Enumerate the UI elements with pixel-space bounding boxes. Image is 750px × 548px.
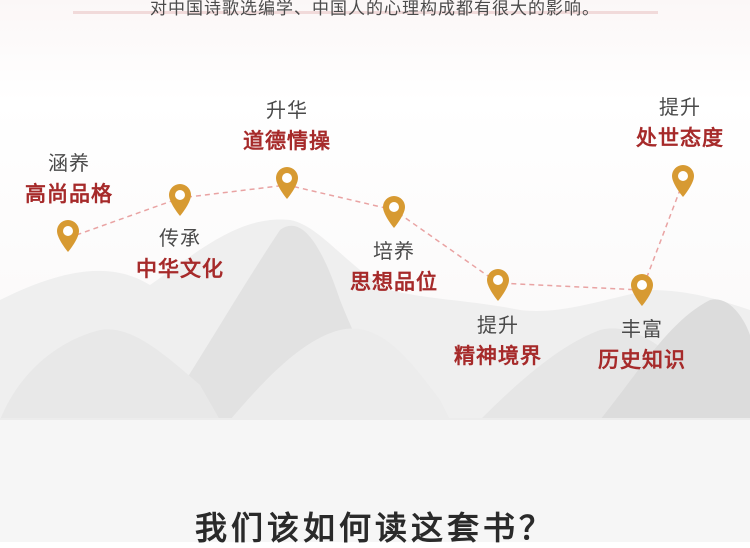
location-pin-icon (56, 219, 80, 253)
stop-goal: 历史知识 (598, 348, 686, 372)
next-section (0, 420, 750, 542)
stop-label-2: 传承 中华文化 (105, 225, 255, 283)
stop-verb: 涵养 (48, 151, 90, 175)
stop-label-6: 丰富 历史知识 (567, 316, 717, 374)
stop-verb: 丰富 (621, 317, 663, 341)
intro-text: 对中国诗歌选编学、中国人的心理构成都有很大的影响。 (150, 0, 600, 19)
section-divider (0, 418, 750, 420)
stop-label-3: 升华 道德情操 (212, 97, 362, 155)
location-pin-icon (630, 273, 654, 307)
stop-goal: 精神境界 (454, 344, 542, 368)
stop-label-5: 提升 精神境界 (423, 312, 573, 370)
location-pin-icon (486, 268, 510, 302)
stop-goal: 思想品位 (350, 270, 438, 294)
location-pin-icon (671, 164, 695, 198)
location-pin-icon (382, 195, 406, 229)
stop-label-1: 涵养 高尚品格 (0, 150, 144, 208)
stop-verb: 提升 (659, 95, 701, 119)
stop-label-4: 培养 思想品位 (319, 238, 469, 296)
stop-verb: 升华 (266, 98, 308, 122)
section-heading: 我们该如何读这套书？ (194, 509, 555, 547)
stop-verb: 传承 (159, 226, 201, 250)
stop-label-7: 提升 处世态度 (605, 94, 750, 152)
stop-goal: 中华文化 (136, 257, 224, 281)
stop-goal: 处世态度 (636, 126, 724, 150)
stop-goal: 道德情操 (243, 129, 331, 153)
stop-goal: 高尚品格 (25, 182, 113, 206)
benefits-panel: 对中国诗歌选编学、中国人的心理构成都有很大的影响。 涵养 高尚品格 传承 中华文… (0, 0, 750, 420)
ink-mountains-background (0, 219, 750, 420)
intro-underline-highlight (73, 11, 658, 14)
stop-verb: 培养 (373, 239, 415, 263)
location-pin-icon (275, 166, 299, 200)
stop-verb: 提升 (477, 313, 519, 337)
location-pin-icon (168, 183, 192, 217)
